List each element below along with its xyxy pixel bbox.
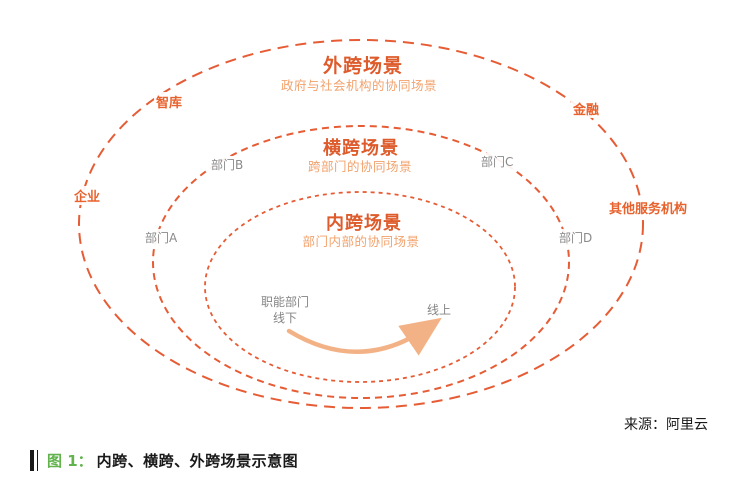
outer-ring-ellipse — [78, 39, 644, 409]
caption-title: 内跨、横跨、外跨场景示意图 — [96, 451, 299, 470]
label-department-b: 部门B — [209, 156, 246, 173]
middle-ring-subtitle: 跨部门的协同场景 — [307, 159, 413, 174]
source-note: 来源：阿里云 — [624, 417, 708, 433]
label-offline: 线下 — [272, 311, 298, 326]
label-think-tank: 智库 — [154, 92, 185, 111]
label-functional-dept: 职能部门 — [260, 295, 310, 309]
label-online: 线上 — [427, 303, 452, 317]
inner-ring-subtitle: 部门内部的协同场景 — [302, 234, 420, 249]
middle-ring-ellipse — [152, 125, 570, 399]
label-other-services: 其他服务机构 — [607, 198, 690, 217]
caption-marker-bar — [30, 449, 34, 471]
label-finance: 金融 — [571, 99, 602, 118]
label-enterprise: 企业 — [72, 186, 103, 205]
middle-ring-title: 横跨场景 — [323, 138, 399, 159]
label-department-c: 部门C — [479, 153, 516, 170]
inner-ring-ellipse — [204, 191, 516, 383]
label-department-a: 部门A — [143, 229, 180, 246]
figure-caption: 图 1： 内跨、横跨、外跨场景示意图 — [30, 448, 298, 472]
label-functional-dept-offline: 职能部门 线下 — [261, 294, 309, 326]
offline-to-online-arrow — [286, 317, 442, 356]
label-department-d: 部门D — [557, 229, 595, 246]
caption-figure-number: 图 1： — [47, 451, 93, 470]
outer-ring-title: 外跨场景 — [322, 55, 404, 77]
inner-ring-title: 内跨场景 — [326, 213, 402, 234]
outer-ring-subtitle: 政府与社会机构的协同场景 — [280, 78, 438, 93]
caption-marker-bar-thin — [36, 449, 38, 471]
